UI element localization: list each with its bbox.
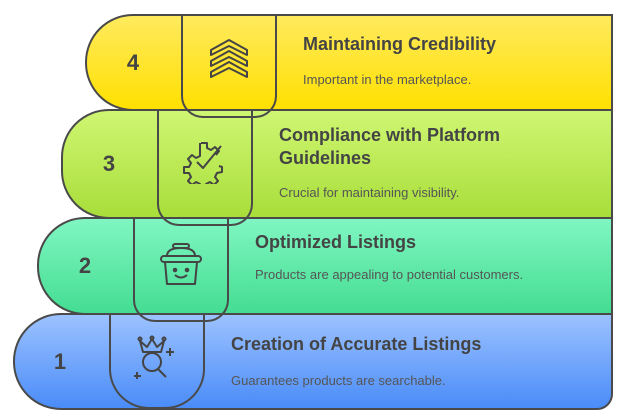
step-4-icon-column [181, 14, 277, 118]
step-4-band [85, 14, 613, 111]
step-4-description: Important in the marketplace. [303, 72, 472, 87]
step-1-description: Guarantees products are searchable. [231, 373, 446, 388]
step-1-band [13, 313, 613, 410]
step-2-description: Products are appealing to potential cust… [255, 267, 524, 282]
step-1-icon-column [109, 315, 205, 409]
step-1-title: Creation of Accurate Listings [231, 334, 482, 354]
step-3-description: Crucial for maintaining visibility. [279, 185, 460, 200]
step-2-number: 2 [78, 253, 92, 278]
gear-check-icon [183, 142, 223, 184]
step-4-number: 4 [126, 50, 140, 75]
smiling-basket-icon [160, 243, 202, 285]
step-4-title: Maintaining Credibility [303, 34, 497, 54]
step-3-band [61, 109, 613, 219]
step-3-title: Compliance with Platform Guidelines [279, 125, 501, 168]
chevrons-up-icon [210, 39, 248, 78]
step-3-number: 3 [102, 151, 116, 176]
step-1-number: 1 [53, 349, 67, 374]
step-3-icon-column [157, 111, 253, 226]
step-2-title: Optimized Listings [255, 232, 417, 252]
crown-search-icon [134, 335, 174, 379]
